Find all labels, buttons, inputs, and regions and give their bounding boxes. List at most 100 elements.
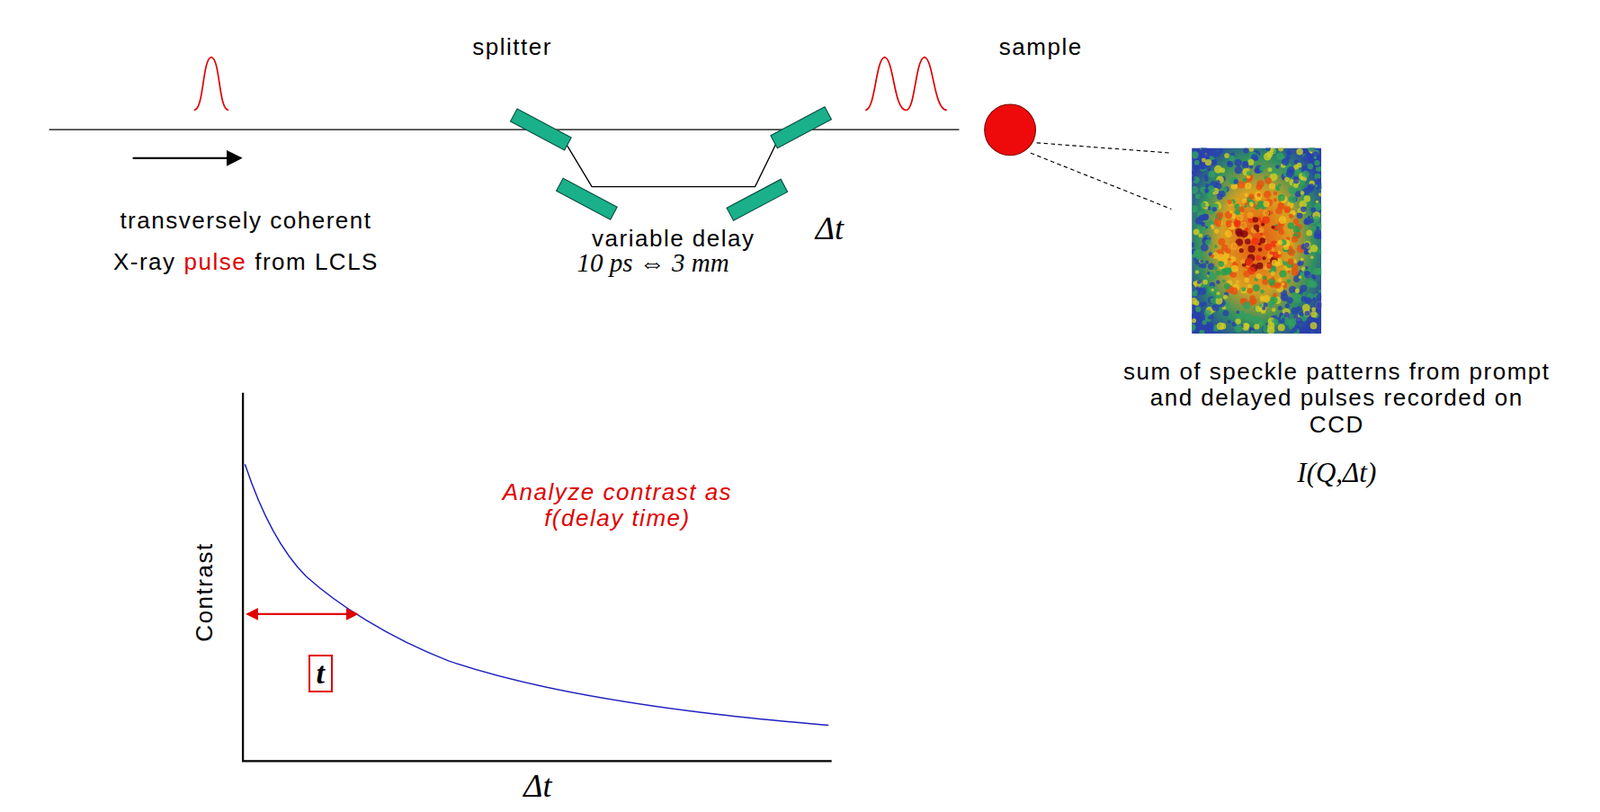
- speckle-dot: [1200, 284, 1205, 288]
- decay-time-symbol: t: [316, 658, 325, 689]
- speckle-dot: [1229, 210, 1234, 215]
- speckle-dot: [1234, 318, 1241, 324]
- speckle-dot: [1214, 218, 1222, 226]
- speckle-dot: [1206, 235, 1210, 239]
- speckle-dot: [1288, 187, 1297, 195]
- speckle-dot: [1205, 159, 1212, 166]
- speckle-dot: [1293, 218, 1299, 224]
- speckle-dot: [1194, 160, 1200, 166]
- speckle-dot: [1284, 312, 1290, 318]
- speckle-dot: [1249, 326, 1253, 331]
- speckle-dot: [1242, 270, 1250, 278]
- speckle-dot: [1310, 321, 1318, 330]
- decay-curve: [244, 464, 829, 725]
- speckle-dot: [1198, 330, 1205, 334]
- direction-arrow: [133, 157, 242, 160]
- speckle-dot: [1224, 302, 1231, 308]
- speckle-dot: [1247, 245, 1255, 253]
- source-caption-row: X-raypulsefrom LCLS: [113, 248, 379, 277]
- speckle-dot: [1304, 217, 1312, 225]
- speckle-dot: [1254, 191, 1263, 200]
- speckle-dot: [1191, 323, 1196, 331]
- speckle-dot: [1316, 178, 1322, 183]
- speckle-dot: [1198, 233, 1204, 239]
- speckle-dot: [1198, 264, 1203, 269]
- speckle-dot: [1215, 179, 1221, 185]
- speckle-dot: [1244, 277, 1250, 283]
- speckle-dot: [1226, 160, 1234, 168]
- speckle-dot: [1233, 204, 1240, 210]
- speckle-dot: [1315, 268, 1322, 276]
- speckle-dot: [1260, 232, 1263, 236]
- speckle-dot: [1216, 321, 1225, 330]
- speckle-dot: [1262, 276, 1268, 281]
- mirrors: [510, 107, 832, 222]
- speckle-dot: [1222, 279, 1226, 284]
- speckle-dot: [1191, 176, 1195, 181]
- speckle-dot: [1296, 306, 1302, 313]
- speckle-dot: [1263, 190, 1272, 199]
- speckle-dot: [1233, 220, 1242, 228]
- speckle-dot: [1273, 191, 1279, 197]
- speckle-dot: [1205, 239, 1212, 246]
- label: I(Q,Δt): [1296, 456, 1377, 490]
- speckle-dot: [1295, 288, 1300, 294]
- speckle-dot: [1240, 208, 1245, 214]
- speckle-dot: [1304, 270, 1310, 277]
- highlight-word: pulse: [184, 248, 248, 277]
- speckle-dot: [1246, 170, 1252, 177]
- speckle-dot: [1278, 147, 1284, 152]
- speckle-dot: [1300, 257, 1305, 261]
- speckle-dot: [1199, 259, 1203, 263]
- speckle-dot: [1306, 280, 1314, 288]
- speckle-dot: [1293, 225, 1301, 233]
- speckle-dot: [1288, 286, 1297, 294]
- speckle-dot: [1210, 254, 1215, 259]
- speckle-dot: [1304, 241, 1311, 248]
- speckle-dot: [1225, 222, 1232, 228]
- speckle-dot: [1250, 203, 1254, 207]
- speckle-dot: [1203, 153, 1208, 159]
- speckle-dot: [1278, 305, 1283, 311]
- sample-label: sample: [999, 33, 1083, 62]
- speckle-dot: [1261, 256, 1266, 260]
- speckle-dot: [1274, 261, 1280, 268]
- speckle-dot: [1222, 310, 1229, 317]
- speckle-dot: [1206, 192, 1213, 198]
- speckle-dot: [1217, 238, 1225, 246]
- speckle-dot: [1262, 276, 1267, 280]
- decay-time-arrow: [247, 613, 358, 616]
- speckle-dot: [1278, 241, 1282, 245]
- speckle-dot: [1205, 260, 1209, 265]
- speckle-dot: [1191, 170, 1194, 175]
- speckle-dot: [1260, 289, 1265, 295]
- speckle-dot: [1278, 183, 1282, 188]
- speckle-dot: [1262, 209, 1270, 216]
- speckle-dot: [1267, 326, 1276, 334]
- speckle-dot: [1287, 248, 1296, 256]
- speckle-dot: [1310, 255, 1314, 260]
- speckle-dot: [1224, 152, 1230, 159]
- speckle-dot: [1296, 162, 1303, 169]
- speckle-dot: [1238, 248, 1243, 253]
- speckle-dot: [1256, 192, 1261, 197]
- speckle-dot: [1233, 166, 1243, 175]
- label: Δt: [523, 767, 552, 805]
- speckle-dot: [1318, 250, 1323, 255]
- speckle-dot: [1204, 188, 1209, 194]
- speckle-dot: [1216, 194, 1224, 201]
- speckle-dot: [1312, 225, 1317, 231]
- speckle-dot: [1247, 284, 1252, 289]
- speckle-dot: [1276, 223, 1284, 232]
- speckle-dot: [1294, 314, 1299, 320]
- speckle-dot: [1305, 266, 1309, 270]
- speckle-dot: [1191, 205, 1198, 213]
- speckle-dot: [1230, 242, 1238, 251]
- speckle-dot: [1304, 241, 1310, 248]
- speckle-dot: [1255, 273, 1262, 280]
- speckle-dot: [1210, 288, 1215, 293]
- speckle-image: [1191, 147, 1322, 333]
- speckle-dot: [1235, 310, 1240, 314]
- speckle-dot: [1299, 180, 1306, 187]
- speckle-dot: [1300, 205, 1307, 213]
